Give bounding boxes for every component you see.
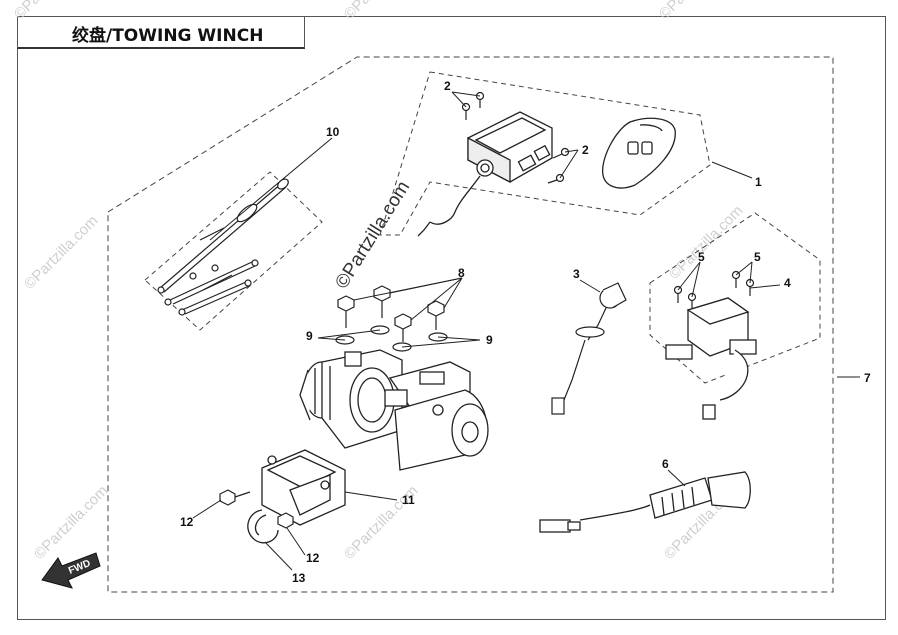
bolt-12-group bbox=[219, 489, 294, 529]
callout-4: 4 bbox=[784, 276, 791, 290]
winch-motor bbox=[299, 349, 489, 471]
washer-9-group bbox=[335, 325, 448, 352]
callout-11: 11 bbox=[402, 493, 415, 507]
watermark-main: ©Partzilla.com bbox=[331, 177, 414, 292]
watermark-3: ©Partzilla.com bbox=[656, 0, 737, 23]
title-box: 绞盘/TOWING WINCH bbox=[17, 16, 305, 49]
callout-6: 6 bbox=[662, 457, 669, 471]
remote-fob bbox=[601, 117, 676, 189]
watermark-1: ©Partzilla.com bbox=[11, 0, 92, 23]
cable-kit-outline bbox=[144, 171, 323, 331]
control-box bbox=[417, 111, 553, 237]
grip-switch bbox=[539, 471, 751, 533]
callout-3: 3 bbox=[573, 267, 580, 281]
watermark-6: ©Partzilla.com bbox=[31, 482, 112, 563]
watermark-4: ©Partzilla.com bbox=[21, 212, 102, 293]
callout-5b: 5 bbox=[754, 250, 761, 264]
cable-kit bbox=[157, 178, 289, 316]
relay-box bbox=[665, 297, 757, 420]
callout-13: 13 bbox=[292, 571, 306, 585]
callout-7: 7 bbox=[864, 371, 871, 385]
outer-frame bbox=[17, 16, 886, 620]
mounting-bracket bbox=[261, 449, 346, 526]
callout-5a: 5 bbox=[698, 250, 705, 264]
callout-8: 8 bbox=[458, 266, 465, 280]
callout-2a: 2 bbox=[444, 79, 451, 93]
callout-12b: 12 bbox=[306, 551, 320, 565]
callouts: 1 2 2 3 4 5 5 6 7 8 9 9 10 11 12 12 13 bbox=[180, 79, 871, 585]
remote-group-outline bbox=[379, 71, 711, 236]
callout-1: 1 bbox=[755, 175, 762, 189]
screw-2-group bbox=[461, 91, 570, 184]
watermark-group: ©Partzilla.com ©Partzilla.com ©Partzilla… bbox=[11, 0, 747, 563]
callout-10: 10 bbox=[326, 125, 340, 139]
callout-9b: 9 bbox=[486, 333, 493, 347]
assembly-outline bbox=[107, 56, 834, 593]
fwd-arrow: FWD bbox=[41, 552, 101, 589]
tow-hook bbox=[247, 509, 279, 544]
bolt-8-group bbox=[337, 285, 445, 342]
callout-2b: 2 bbox=[582, 143, 589, 157]
rocker-switch bbox=[551, 282, 627, 415]
watermark-5: ©Partzilla.com bbox=[666, 202, 747, 283]
watermark-2: ©Partzilla.com bbox=[341, 0, 422, 23]
page-title: 绞盘/TOWING WINCH bbox=[72, 26, 264, 46]
leader-lines bbox=[192, 91, 860, 571]
callout-9a: 9 bbox=[306, 329, 313, 343]
callout-12a: 12 bbox=[180, 515, 194, 529]
relay-group-outline bbox=[649, 212, 821, 384]
